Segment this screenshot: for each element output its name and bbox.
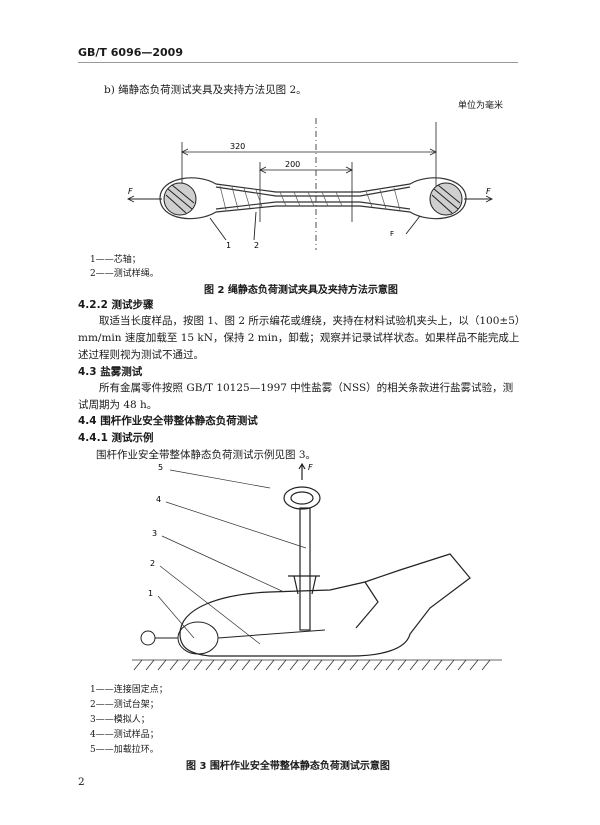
fig3-callout-2: 2	[150, 559, 155, 568]
dim-outer-label: 320	[230, 142, 245, 151]
fig3-legend-1: 1——连接固定点；	[90, 685, 168, 695]
section-4-4-1-body: 围杆作业安全带整体静态负荷测试示例见图 3。	[96, 449, 317, 461]
section-b-text: b) 绳静态负荷测试夹具及夹持方法见图 2。	[104, 84, 307, 96]
ground-hatching	[132, 659, 502, 671]
unit-note: 单位为毫米	[458, 101, 504, 111]
fig3-callout-3: 3	[152, 529, 157, 538]
force-label-right: F	[486, 187, 491, 196]
section-4-4-1-heading: 4.4.1 测试示例	[78, 432, 154, 444]
fig2-callout-1: 1	[226, 241, 231, 250]
fig3-legend-3: 3——模拟人；	[90, 715, 150, 725]
fig2-legend-2: 2——测试样绳。	[90, 269, 159, 279]
page-number: 2	[78, 776, 85, 788]
dim-inner-label: 200	[285, 160, 300, 169]
figure-3-diagram: F 5 4 3 2 1	[132, 462, 502, 671]
section-4-3-body: 所有金属零件按照 GB/T 10125—1997 中性盐雾（NSS）的相关条款进…	[78, 382, 514, 411]
fig2-marker: F	[390, 230, 394, 238]
force-arrows	[126, 195, 494, 241]
section-4-4-heading: 4.4 围杆作业安全带整体静态负荷测试	[78, 415, 258, 427]
section-4-2-2-heading: 4.2.2 测试步骤	[78, 299, 154, 311]
fig3-callout-5: 5	[158, 463, 163, 472]
figure-2-caption: 图 2 绳静态负荷测试夹具及夹持方法示意图	[204, 285, 398, 296]
force-label-left: F	[128, 187, 133, 196]
fig2-callout-2: 2	[254, 241, 259, 250]
fig3-legend-5: 5——加载拉环。	[90, 745, 159, 755]
test-frame	[140, 621, 326, 655]
fig3-legend-2: 2——测试台架；	[90, 700, 159, 710]
rope-twist-marks	[219, 185, 401, 211]
mandrel-left	[163, 182, 197, 216]
pole-and-ring	[283, 462, 321, 631]
fig3-callout-1: 1	[148, 589, 153, 598]
standard-code: GB/T 6096—2009	[78, 46, 183, 59]
test-rope	[159, 177, 467, 220]
section-4-2-2-body: 取适当长度样品，按图 1、图 2 所示编花或缠绕，夹持在材料试验机夹头上，以（1…	[78, 315, 521, 361]
fig3-leader-lines	[157, 469, 307, 645]
dummy-body	[179, 553, 471, 657]
figure-2-diagram: 320 200 F F	[126, 118, 494, 250]
fig3-force-label: F	[308, 463, 313, 472]
mandrel-right	[429, 182, 463, 216]
figure-3-caption: 图 3 围杆作业安全带整体静态负荷测试示意图	[186, 761, 390, 772]
fig3-legend-4: 4——测试样品；	[90, 730, 159, 740]
fig2-legend-1: 1——芯轴；	[90, 255, 141, 265]
fig3-callout-4: 4	[156, 495, 161, 504]
header-rule	[78, 62, 518, 63]
section-4-3-heading: 4.3 盐雾测试	[78, 366, 143, 378]
